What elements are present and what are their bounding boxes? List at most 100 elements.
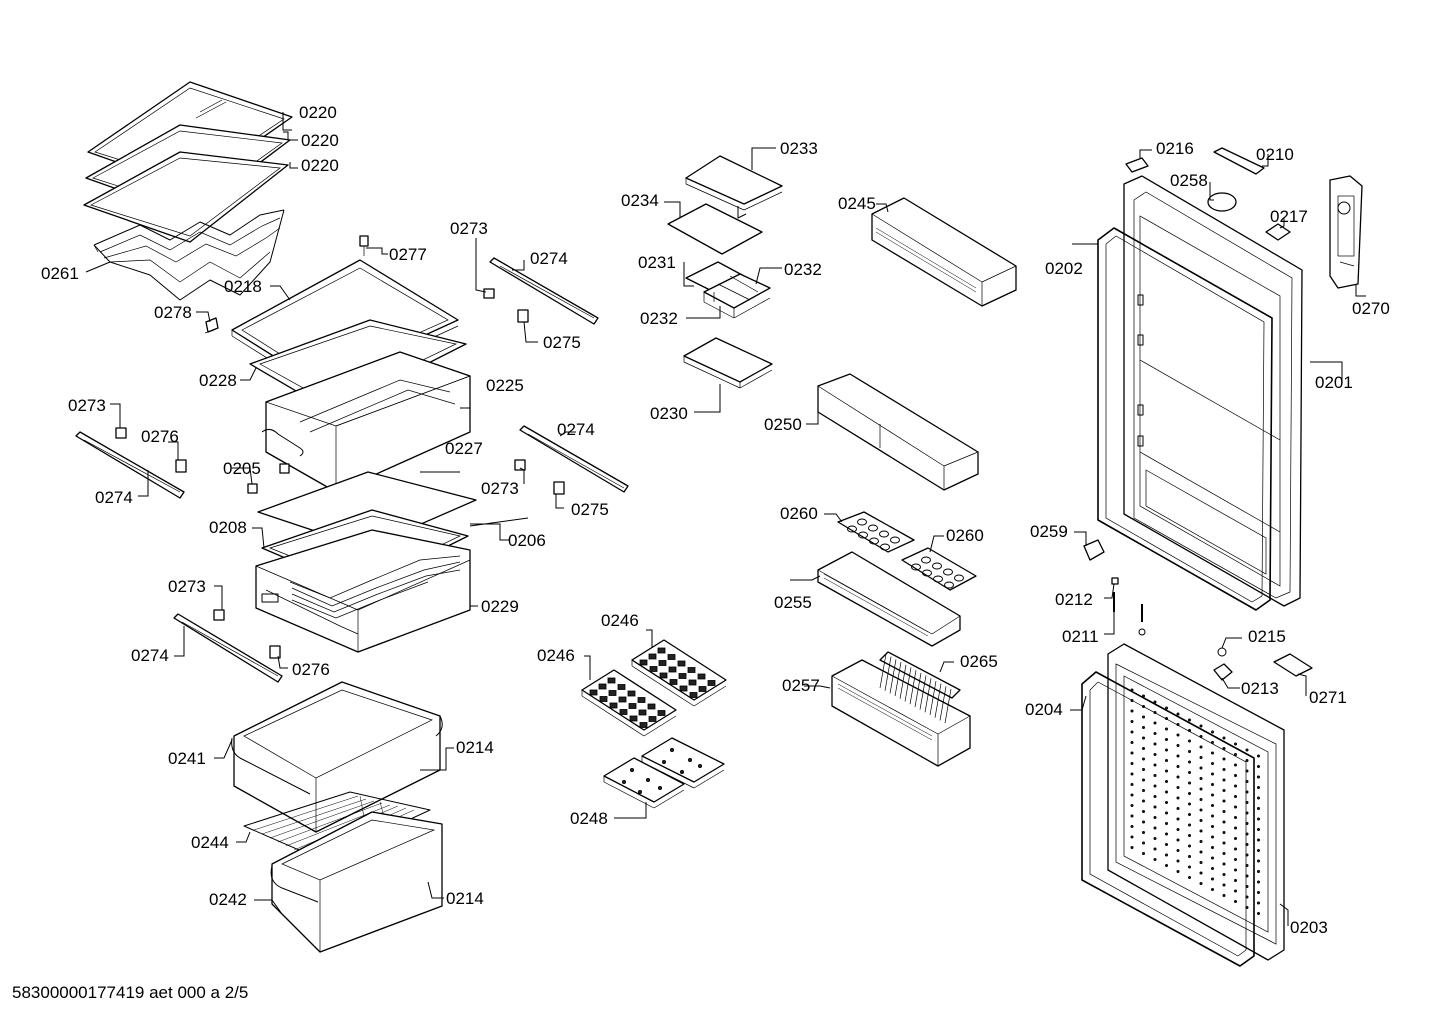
comb-tooth [889,659,897,694]
liner-dot [1222,747,1226,751]
comb-tooth [909,670,917,705]
label-0255: 0255 [774,593,812,612]
label-0205: 0205 [223,459,261,478]
liner-dot [1165,780,1169,784]
liner-dot [1176,870,1180,874]
liner-dot [1165,853,1169,857]
label-0208: 0208 [209,518,247,537]
ice-cell [617,684,626,690]
fridge-door-liner [1123,175,1303,607]
liner-dot [1222,757,1226,761]
ice-cell [678,673,687,679]
ice-cell [629,715,638,722]
liner-dot [1165,738,1169,742]
egg-tray-left [837,511,915,553]
liner-dot [1153,774,1157,778]
liner-dot [1257,765,1261,769]
liner-dot [1257,796,1261,800]
liner-dot [1211,751,1215,755]
liner-dot [1188,876,1192,880]
label-0216: 0216 [1156,139,1194,158]
cover-0271 [1273,653,1313,677]
liner-dot [1199,819,1203,823]
liner-dot [1257,817,1261,821]
tray-0230 [683,337,773,389]
liner-dot [1142,799,1146,803]
liner-dot [1176,712,1180,716]
liner-dot [1199,756,1203,760]
label-0273-b: 0273 [68,396,106,415]
label-0201: 0201 [1315,373,1353,392]
label-0261: 0261 [41,264,79,283]
comb-tooth [904,667,912,702]
liner-dot [1234,816,1238,820]
liner-dot [1257,754,1261,758]
ice-cell [647,703,656,710]
liner-dot [1199,745,1203,749]
ice-tray-right [631,639,727,707]
liner-dot [1257,786,1261,790]
liner-dot [1142,757,1146,761]
liner-dot [1142,768,1146,772]
liner-dot [1153,826,1157,830]
egg-cell [869,537,879,545]
liner-dot [1188,739,1192,743]
liner-dot [1153,858,1157,862]
label-0258: 0258 [1170,171,1208,190]
egg-cell [890,536,900,544]
cold-pack-right [641,737,725,789]
liner-dot [1176,807,1180,811]
liner-dot [1257,807,1261,811]
egg-cell [943,568,953,576]
liner-dot [1188,781,1192,785]
liner-dot [1130,835,1134,839]
label-0246-b: 0246 [537,646,575,665]
liner-dot [1176,744,1180,748]
label-0214-a: 0214 [456,738,494,757]
liner-dot [1234,774,1238,778]
liner-dot [1234,900,1238,904]
cap-0215-0213 [1213,647,1233,681]
freezer-door-gasket [1081,671,1255,967]
liner-dot [1176,817,1180,821]
label-0220-b: 0220 [301,131,339,150]
label-0241: 0241 [168,749,206,768]
liner-dot [1153,837,1157,841]
liner-dot [1130,720,1134,724]
clip-0273-top [483,288,495,299]
liner-dot [1222,789,1226,793]
liner-dot [1176,733,1180,737]
cold-pack-left [603,757,685,809]
liner-dot [1130,804,1134,808]
liner-dot [1211,877,1215,881]
label-0260-a: 0260 [780,504,818,523]
label-0278: 0278 [154,303,192,322]
callout-labels: 0220 0220 0220 0261 0277 0218 0278 0228 … [41,103,1390,937]
label-0270: 0270 [1352,299,1390,318]
crisper-drawer [255,509,471,653]
egg-cell [879,530,889,538]
liner-dot [1188,865,1192,869]
label-0220-a: 0220 [299,103,337,122]
liner-dot [1222,852,1226,856]
ice-tray-left [581,669,677,737]
ice-cell [668,666,677,673]
rail-0274-right-mid [519,425,629,493]
plug-0258 [1207,192,1237,212]
tray-0233 [685,155,783,219]
label-0230: 0230 [650,404,688,423]
liner-dot [1153,816,1157,820]
ice-cell [707,680,716,686]
freezer-door-liner [1107,643,1285,961]
liner-dot [1188,718,1192,722]
egg-cell [933,575,943,583]
liner-dot [1142,852,1146,856]
liner-dot [1188,813,1192,817]
liner-dot [1211,772,1215,776]
egg-cell [857,518,867,526]
liner-dot [1222,736,1226,740]
egg-tray-right [901,547,977,591]
freezer-drawer-lower [270,811,443,953]
label-0231: 0231 [638,253,676,272]
liner-dot [1142,831,1146,835]
